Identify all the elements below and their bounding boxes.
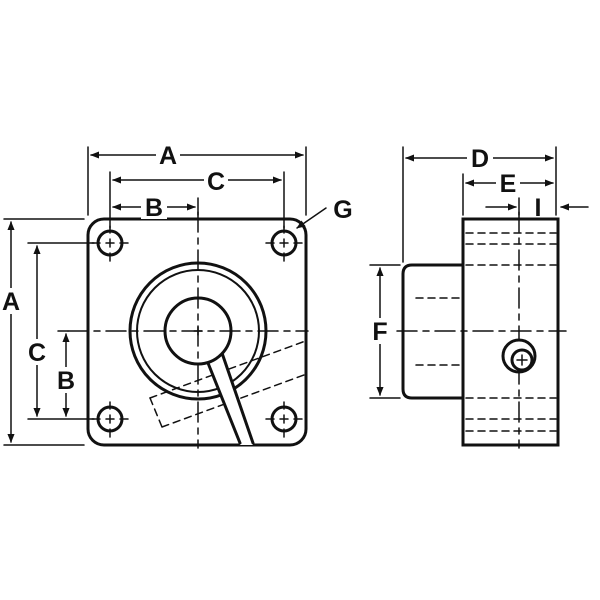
front-dimension-lines [7, 151, 327, 443]
label-C-top: C [207, 168, 225, 196]
mounting-hole-top-left [91, 225, 129, 262]
side-center-lines [396, 211, 567, 449]
mounting-hole-bottom-right [265, 401, 303, 438]
label-G: G [333, 196, 352, 224]
label-I: I [535, 194, 542, 222]
label-F: F [372, 318, 387, 346]
side-extension-lines [369, 146, 557, 399]
mounting-hole-top-right [265, 225, 303, 262]
label-E: E [500, 170, 517, 198]
label-B-left: B [57, 367, 75, 395]
label-A-left: A [2, 288, 20, 316]
label-C-left: C [28, 339, 46, 367]
front-extension-lines [3, 146, 307, 446]
label-D: D [471, 145, 489, 173]
leader-G [296, 207, 327, 229]
clamp-slot [206, 353, 253, 445]
flange-body-outline [86, 217, 308, 447]
side-hidden-lines [415, 232, 557, 432]
side-view [369, 146, 589, 449]
label-A-top: A [159, 142, 177, 170]
mounting-hole-bottom-left [91, 401, 129, 438]
front-center-lines [67, 211, 309, 449]
hidden-clamp-bore [149, 331, 306, 428]
label-B-top: B [145, 194, 163, 222]
dimension-labels: A C B G A C B D E I F [0, 142, 541, 395]
front-view [3, 146, 327, 449]
housing-block [461, 217, 560, 447]
clamp-screw [501, 338, 537, 374]
